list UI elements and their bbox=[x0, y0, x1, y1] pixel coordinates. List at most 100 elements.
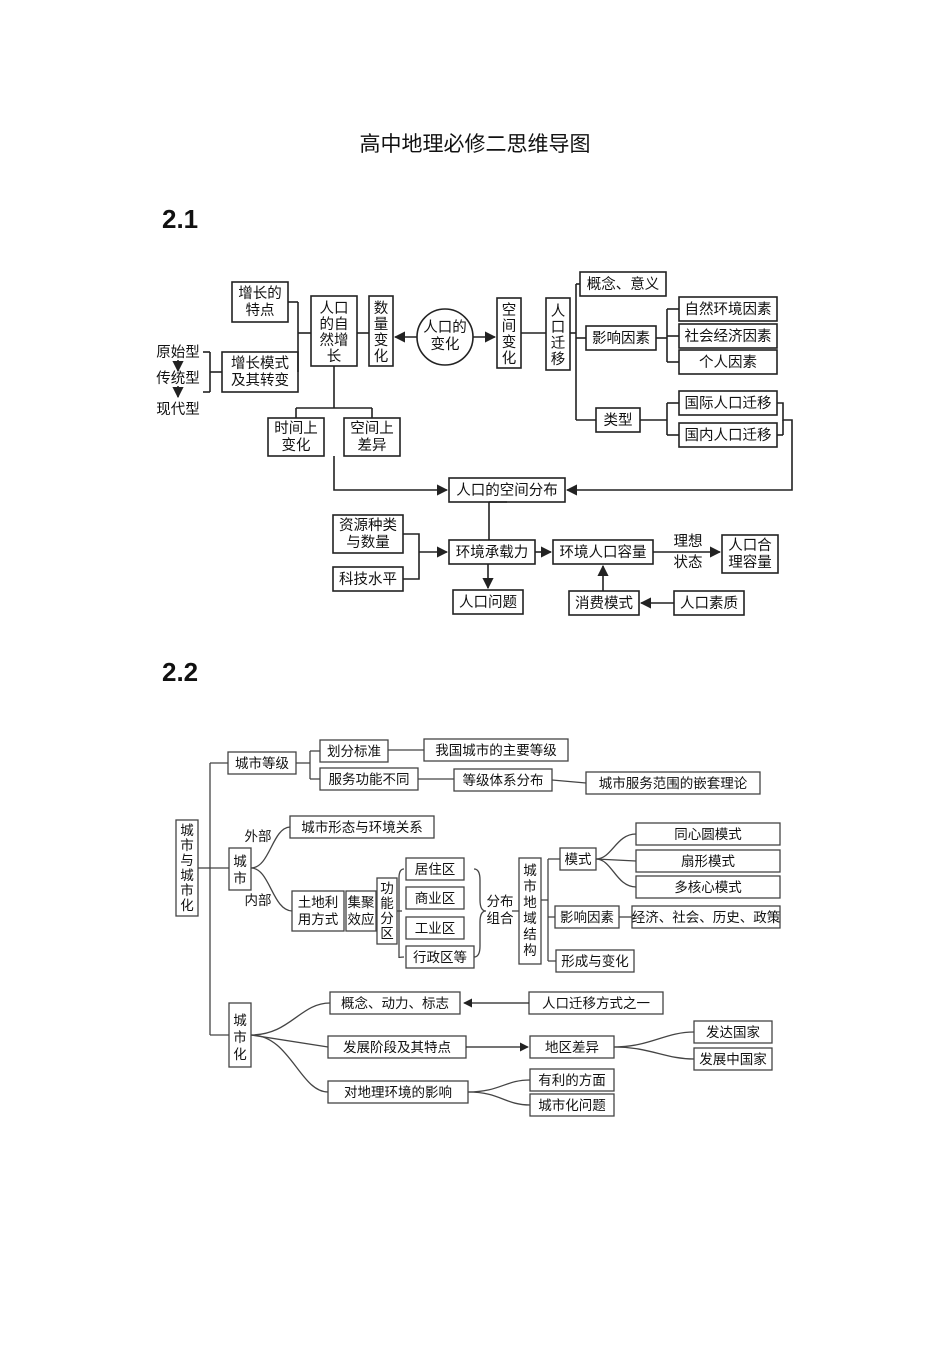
growth-modes-label: 增长模式 bbox=[231, 355, 289, 372]
mode-primitive-label: 原始型 bbox=[156, 344, 200, 361]
formation-label: 形成与变化 bbox=[561, 954, 629, 970]
svg-text:市: 市 bbox=[180, 837, 194, 854]
quality-label: 人口素质 bbox=[680, 595, 738, 612]
factor-social-label: 社会经济因素 bbox=[685, 328, 772, 345]
influence-items-label: 经济、社会、历史、政策 bbox=[632, 909, 781, 926]
svg-text:域: 域 bbox=[523, 911, 537, 927]
section-heading-2-2: 2.2 bbox=[162, 657, 199, 687]
page-title: 高中地理必修二思维导图 bbox=[359, 132, 591, 156]
mode-modern-label: 现代型 bbox=[156, 401, 200, 418]
developed-label: 发达国家 bbox=[706, 1024, 760, 1041]
diagram-2-2 bbox=[175, 738, 781, 1117]
svg-text:然增: 然增 bbox=[320, 332, 349, 349]
factor-natural-label: 自然环境因素 bbox=[685, 300, 772, 318]
svg-text:量: 量 bbox=[374, 317, 389, 333]
svg-text:地: 地 bbox=[523, 895, 537, 911]
svg-text:及其转变: 及其转变 bbox=[231, 372, 289, 389]
svg-text:市: 市 bbox=[180, 882, 194, 899]
mode-traditional-label: 传统型 bbox=[156, 370, 200, 387]
svg-text:市: 市 bbox=[233, 1029, 247, 1046]
city-node bbox=[228, 847, 252, 891]
space-change-label: 空 bbox=[502, 302, 517, 319]
form-label: 城市形态与环境关系 bbox=[301, 819, 423, 836]
svg-text:状态: 状态 bbox=[674, 554, 703, 571]
consumption-node bbox=[568, 590, 640, 616]
factors-label: 影响因素 bbox=[592, 330, 650, 347]
zone-residential-label: 居住区 bbox=[415, 862, 456, 878]
natural-growth-label: 人口 bbox=[320, 300, 349, 317]
impact-label: 对地理环境的影响 bbox=[344, 1085, 452, 1101]
resources-label: 资源种类 bbox=[339, 517, 397, 534]
carrying-label: 环境承载力 bbox=[456, 543, 529, 561]
structure-label: 城 bbox=[523, 863, 537, 879]
zone-admin-label: 行政区等 bbox=[413, 949, 467, 966]
function-diff-label: 服务功能不同 bbox=[329, 772, 410, 788]
distribution-label: 人口的空间分布 bbox=[456, 482, 558, 499]
zone-residential-node bbox=[405, 857, 465, 881]
problems-label: 城市化问题 bbox=[538, 1097, 606, 1114]
grade-label: 城市等级 bbox=[235, 755, 289, 772]
reasonable-label: 人口合 bbox=[728, 537, 772, 554]
svg-text:差异: 差异 bbox=[358, 437, 387, 454]
diagram-2-1-labels: 人口的 变化 数 量 变 化 空 间 变 化 人口 的自 然增 长 增长的 特点… bbox=[156, 275, 772, 612]
svg-text:口: 口 bbox=[551, 320, 566, 336]
root-label: 城 bbox=[180, 823, 194, 839]
number-change-label: 数 bbox=[374, 300, 389, 317]
reasonable-node bbox=[721, 534, 779, 574]
concept2-label: 概念、动力、标志 bbox=[341, 995, 449, 1012]
outer-label: 外部 bbox=[245, 829, 272, 845]
time-change-label: 时间上 bbox=[274, 420, 318, 437]
capacity-label: 环境人口容量 bbox=[560, 543, 647, 561]
model-sector-label: 扇形模式 bbox=[681, 854, 735, 870]
zone-commercial-node bbox=[405, 886, 465, 910]
svg-text:与: 与 bbox=[180, 853, 194, 869]
svg-text:化: 化 bbox=[233, 1047, 247, 1063]
ideal-label: 理想 bbox=[674, 533, 703, 550]
svg-text:化: 化 bbox=[502, 350, 517, 367]
svg-text:变: 变 bbox=[502, 334, 517, 351]
space-diff-label: 空间上 bbox=[350, 420, 394, 437]
nested-label: 城市服务范围的嵌套理论 bbox=[599, 775, 748, 792]
svg-text:理容量: 理容量 bbox=[728, 554, 772, 571]
concept-label: 概念、意义 bbox=[587, 275, 660, 293]
section-heading-2-1: 2.1 bbox=[162, 204, 199, 234]
svg-text:化: 化 bbox=[374, 348, 389, 365]
zone-industrial-node bbox=[405, 916, 465, 940]
developing-label: 发展中国家 bbox=[699, 1051, 767, 1068]
svg-text:组合: 组合 bbox=[487, 911, 515, 927]
svg-text:特点: 特点 bbox=[246, 302, 275, 319]
consumption-label: 消费模式 bbox=[575, 595, 633, 612]
hierarchy-label: 等级体系分布 bbox=[463, 772, 544, 789]
pop-change-label-1: 人口的 bbox=[423, 319, 467, 336]
land-use-label: 土地利 bbox=[298, 895, 339, 911]
type-international-label: 国际人口迁移 bbox=[685, 395, 772, 412]
svg-text:移: 移 bbox=[551, 351, 566, 368]
svg-text:化: 化 bbox=[180, 898, 194, 914]
problem-node bbox=[452, 589, 524, 615]
migration-node bbox=[545, 297, 571, 371]
influence-label: 影响因素 bbox=[560, 910, 614, 926]
svg-text:区: 区 bbox=[380, 926, 394, 942]
positive-label: 有利的方面 bbox=[538, 1073, 606, 1089]
svg-text:分: 分 bbox=[380, 911, 394, 927]
city-label: 城 bbox=[233, 854, 247, 870]
urbanization-label: 城 bbox=[233, 1013, 247, 1029]
stages-label: 发展阶段及其特点 bbox=[343, 1040, 451, 1056]
svg-text:城: 城 bbox=[180, 868, 194, 884]
agglom-label: 集聚 bbox=[348, 895, 375, 911]
svg-text:能: 能 bbox=[380, 896, 394, 912]
diagram-2-2-labels: 城 市 与 城 市 化 城市等级 划分标准 我国城市的主要等级 服务功能不同 等… bbox=[180, 742, 780, 1114]
factor-personal-label: 个人因素 bbox=[699, 354, 757, 371]
svg-text:与数量: 与数量 bbox=[346, 534, 390, 551]
zone-industrial-label: 工业区 bbox=[415, 921, 456, 937]
svg-text:市: 市 bbox=[233, 870, 247, 887]
svg-text:结: 结 bbox=[523, 927, 537, 943]
pop-change-label-2: 变化 bbox=[431, 336, 460, 353]
model-concentric-label: 同心圆模式 bbox=[674, 827, 742, 843]
svg-text:市: 市 bbox=[523, 878, 537, 895]
inner-label: 内部 bbox=[245, 893, 272, 909]
svg-text:构: 构 bbox=[523, 943, 537, 959]
svg-text:间: 间 bbox=[502, 318, 517, 335]
types-label: 类型 bbox=[604, 412, 633, 429]
